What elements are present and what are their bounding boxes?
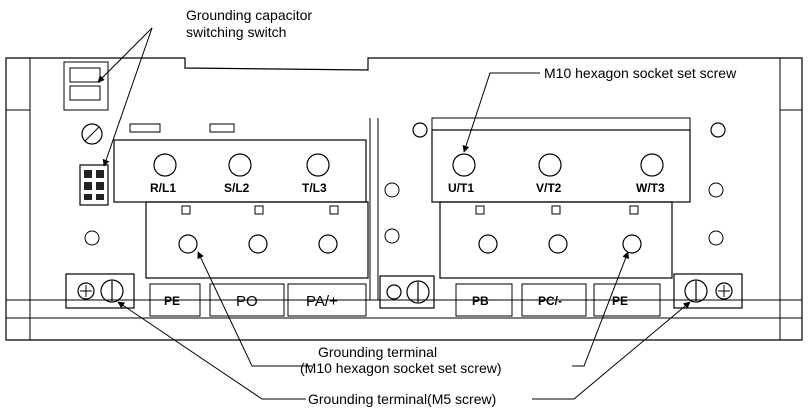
grounding-screw-left xyxy=(65,230,135,309)
callout-switch-line1: Grounding capacitor xyxy=(186,7,312,23)
callout-gnd-m5: Grounding terminal(M5 screw) xyxy=(308,391,496,407)
terminal-label-s: S/L2 xyxy=(224,181,250,195)
input-terminal-block: R/L1 S/L2 T/L3 xyxy=(113,123,367,203)
terminal-label-po: PO xyxy=(236,293,258,310)
terminal-label-t: T/L3 xyxy=(302,181,327,195)
terminal-label-pe-left: PE xyxy=(164,294,180,308)
leader-lines xyxy=(97,27,691,400)
capacitor-switch-area xyxy=(63,61,109,206)
callout-switch-line2: switching switch xyxy=(186,24,286,40)
drive-chassis xyxy=(5,57,803,341)
terminal-label-w: W/T3 xyxy=(636,181,665,195)
terminal-screw-v xyxy=(538,153,562,177)
terminal-screw-u xyxy=(452,153,476,177)
callout-gnd-terminal-line1: Grounding terminal xyxy=(318,344,437,360)
terminal-label-pe-right: PE xyxy=(612,294,628,308)
lower-right-terminal-block: PB PC/- PE xyxy=(439,201,673,317)
callout-gnd-terminal-line2: (M10 hexagon socket set screw) xyxy=(300,360,502,376)
terminal-label-pa: PA/+ xyxy=(306,293,338,310)
grounding-screw-right xyxy=(673,230,743,309)
terminal-label-pb: PB xyxy=(472,294,489,308)
terminal-screw-r xyxy=(153,153,177,177)
callout-m10-screw: M10 hexagon socket set screw xyxy=(544,65,737,81)
terminal-screw-w xyxy=(640,153,664,177)
terminal-label-u: U/T1 xyxy=(448,181,474,195)
grounding-screw-middle xyxy=(379,228,435,309)
lower-left-terminal-block: PE PO PA/+ xyxy=(145,201,369,317)
terminal-screw-t xyxy=(306,153,330,177)
terminal-label-v: V/T2 xyxy=(536,181,562,195)
output-terminal-block: U/T1 V/T2 W/T3 xyxy=(384,117,726,203)
terminal-label-pc: PC/- xyxy=(538,294,562,308)
terminal-label-r: R/L1 xyxy=(150,181,176,195)
terminal-screw-s xyxy=(228,153,252,177)
